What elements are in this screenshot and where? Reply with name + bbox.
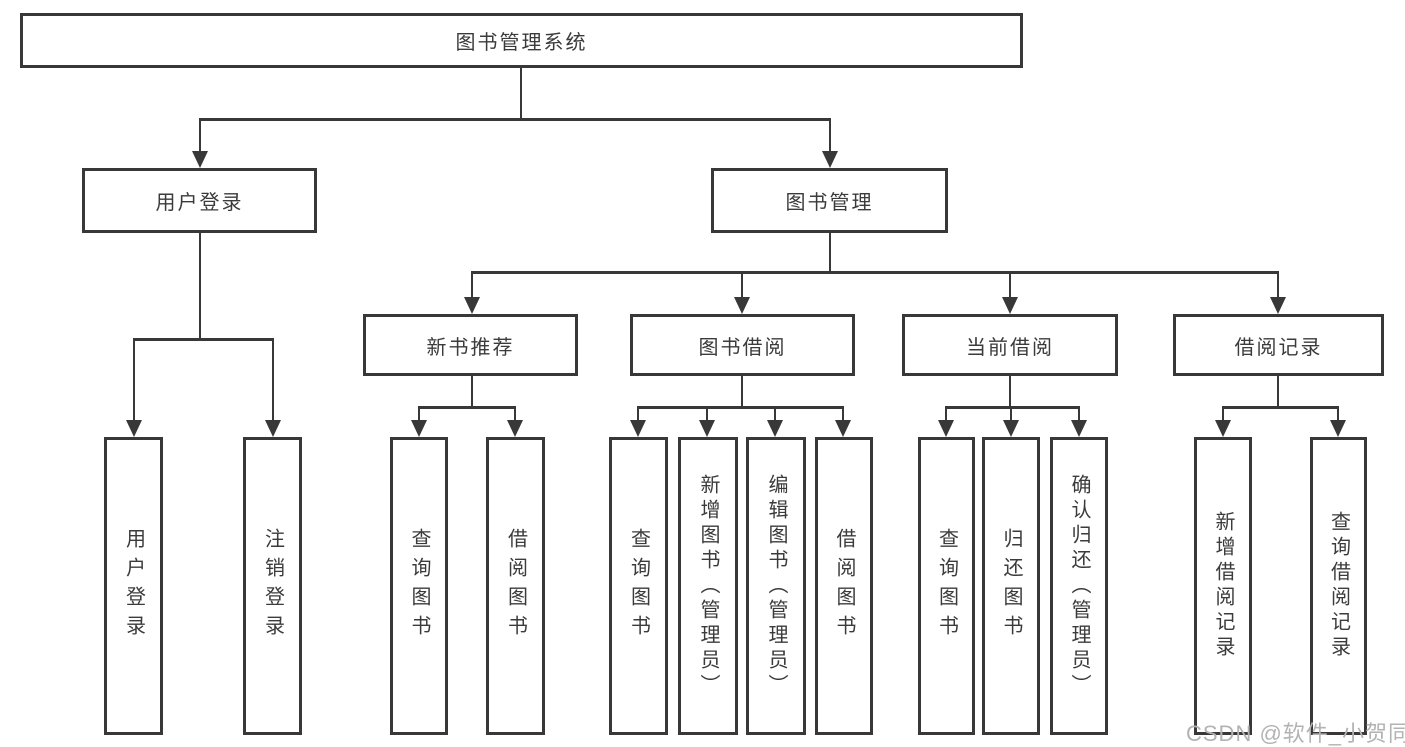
- arrow-leaf: [630, 408, 646, 437]
- connector-borrow-record-bus: [1222, 406, 1339, 409]
- node-book-management: 图书管理: [711, 168, 948, 233]
- leaf-query-borrow-record: 查询借阅记录: [1310, 437, 1367, 735]
- connector-book-borrow-bus: [637, 406, 844, 409]
- connector-new-book-rec-stem: [471, 376, 473, 406]
- arrow-leaf: [411, 408, 427, 437]
- arrow-leaf: [507, 408, 523, 437]
- leaf-add-books-admin: 新增图书（管理员）: [678, 437, 738, 735]
- leaf-query-books: 查询图书: [609, 437, 668, 735]
- leaf-return-books: 归还图书: [982, 437, 1040, 735]
- arrow-leaf: [699, 408, 715, 437]
- arrow-leaf: [1071, 408, 1087, 437]
- connector-borrow-record-stem: [1277, 376, 1279, 406]
- arrow-leaf: [938, 408, 954, 437]
- arrow-into-current-borrow: [1002, 273, 1018, 314]
- node-user-login: 用户登录: [82, 168, 317, 233]
- node-label: 新书推荐: [426, 336, 515, 359]
- leaf-query-books: 查询图书: [918, 437, 975, 735]
- connector-root-stem: [520, 68, 522, 120]
- leaf-borrow-books: 借阅图书: [815, 437, 873, 735]
- node-label: 用户登录: [155, 192, 244, 214]
- arrow-into-book-borrow: [734, 273, 750, 314]
- node-label: 当前借阅: [966, 336, 1054, 359]
- node-library-management-system: 图书管理系统: [20, 13, 1023, 68]
- node-label: 图书管理系统: [455, 32, 588, 54]
- leaf-edit-books-admin: 编辑图书（管理员）: [746, 437, 806, 735]
- node-book-borrowing: 图书借阅: [630, 314, 855, 376]
- leaf-confirm-return-admin: 确认归还（管理员）: [1050, 437, 1108, 735]
- node-current-borrowing: 当前借阅: [902, 314, 1118, 376]
- leaf-user-login: 用户登录: [104, 437, 163, 735]
- arrow-leaf: [1330, 408, 1346, 437]
- csdn-watermark: CSDN @软件_小贺同学: [1186, 721, 1405, 746]
- node-borrowing-records: 借阅记录: [1173, 314, 1384, 376]
- connector-level3-bus: [471, 271, 1279, 274]
- node-new-book-recommendation: 新书推荐: [363, 314, 578, 376]
- connector-level2-bus: [199, 118, 831, 121]
- arrow-leaf: [835, 408, 851, 437]
- arrow-into-user-login: [192, 120, 208, 168]
- node-label: 借阅记录: [1234, 336, 1323, 359]
- arrow-into-book-management: [822, 120, 838, 168]
- arrow-leaf: [1003, 408, 1019, 437]
- leaf-logout: 注销登录: [243, 437, 302, 735]
- arrow-into-logout-leaf: [265, 340, 281, 437]
- connector-book-management-stem: [829, 233, 831, 271]
- connector-current-borrow-stem: [1009, 376, 1011, 406]
- connector-user-login-stem: [199, 233, 201, 338]
- node-label: 图书借阅: [698, 336, 787, 359]
- leaf-query-books: 查询图书: [390, 437, 448, 735]
- arrow-into-borrow-record: [1270, 273, 1286, 314]
- arrow-into-user-login-leaf: [126, 340, 142, 437]
- leaf-borrow-books: 借阅图书: [486, 437, 545, 735]
- connector-current-borrow-bus: [945, 406, 1080, 409]
- leaf-add-borrow-record: 新增借阅记录: [1194, 437, 1252, 735]
- arrow-into-new-book-rec: [464, 273, 480, 314]
- connector-book-borrow-stem: [741, 376, 743, 406]
- node-label: 图书管理: [785, 192, 874, 214]
- connector-new-book-rec-bus: [418, 406, 516, 409]
- arrow-leaf: [767, 408, 783, 437]
- arrow-leaf: [1215, 408, 1231, 437]
- connector-user-login-bus: [133, 338, 274, 341]
